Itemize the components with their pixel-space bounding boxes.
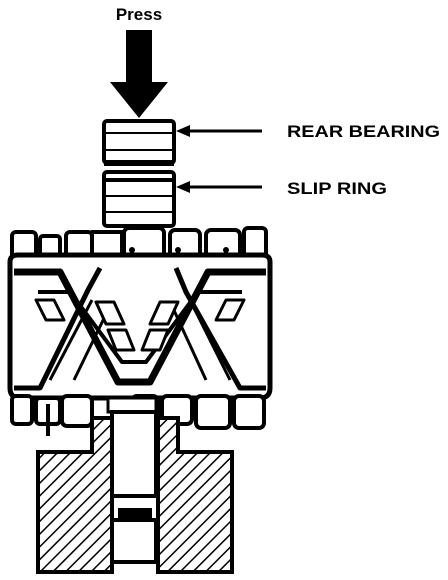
rear-bearing-label: REAR BEARING: [287, 122, 440, 141]
slip-ring: [102, 170, 176, 228]
pole-segments: [34, 298, 246, 352]
slip-ring-label: SLIP RING: [287, 179, 387, 198]
claw-poles: [14, 266, 266, 391]
rotor-assembly: [7, 226, 273, 436]
press-support-block: [36, 416, 234, 574]
slip-ring-leader: [176, 181, 262, 193]
press-arrow-icon: [110, 30, 168, 118]
rear-bearing-leader: [176, 125, 262, 137]
press-label: Press: [116, 5, 162, 24]
rear-bearing: [102, 119, 176, 166]
rotor-shaft: [106, 396, 158, 564]
